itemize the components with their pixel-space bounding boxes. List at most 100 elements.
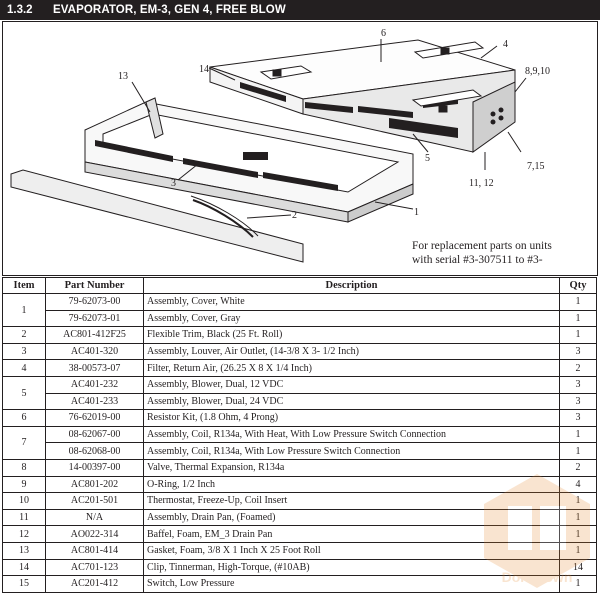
table-header-row: Item Part Number Description Qty [2, 277, 597, 294]
qty-cell: 1 [559, 442, 597, 460]
desc-cell: Assembly, Louver, Air Outlet, (14-3/8 X … [143, 342, 560, 361]
part-cell: 14-00397-00 [45, 458, 144, 477]
item-cell: 4 [2, 359, 46, 377]
coil-end-block [472, 81, 516, 153]
part-cell: 08-62067-00 [45, 425, 144, 444]
callout-3: 3 [171, 178, 176, 189]
exploded-diagram: 6 4 14 13 8,9,10 5 7,15 11, 12 3 1 2 For… [2, 21, 598, 276]
table-row: 13 AC801-414 Gasket, Foam, 3/8 X 1 Inch … [2, 541, 597, 560]
item-cell: 1 [2, 292, 46, 328]
callout-4: 4 [503, 39, 508, 50]
item-cell: 2 [2, 326, 46, 344]
item-cell: 11 [2, 508, 46, 527]
header-item: Item [2, 277, 46, 294]
part-cell: AC801-414 [45, 541, 144, 560]
qty-cell: 1 [559, 309, 597, 328]
table-row: 12 AO022-314 Baffel, Foam, EM_3 Drain Pa… [2, 525, 597, 543]
desc-cell: Assembly, Cover, Gray [143, 309, 560, 328]
callout-13: 13 [118, 71, 128, 82]
part-cell: 08-62068-00 [45, 442, 144, 460]
desc-cell: Thermostat, Freeze-Up, Coil Insert [143, 492, 560, 510]
part-cell: AC401-320 [45, 342, 144, 361]
header-qty: Qty [559, 277, 597, 294]
qty-cell: 1 [559, 525, 597, 543]
desc-cell: Filter, Return Air, (26.25 X 8 X 1/4 Inc… [143, 359, 560, 377]
section-title: EVAPORATOR, EM-3, GEN 4, FREE BLOW [53, 4, 286, 16]
item-cell: 14 [2, 558, 46, 577]
part-cell: 79-62073-01 [45, 309, 144, 328]
desc-cell: Assembly, Cover, White [143, 293, 560, 311]
desc-cell: Flexible Trim, Black (25 Ft. Roll) [143, 326, 560, 344]
qty-cell: 14 [559, 558, 597, 577]
part-cell: 38-00573-07 [45, 359, 144, 377]
note-line-2: with serial #3-307511 to #3- [412, 254, 543, 266]
table-row: 7 08-62067-00 Assembly, Coil, R134a, Wit… [2, 425, 597, 460]
desc-cell: Assembly, Drain Pan, (Foamed) [143, 508, 560, 527]
part-cell: AO022-314 [45, 525, 144, 543]
item-cell: 7 [2, 425, 46, 460]
section-header: 1.3.2 EVAPORATOR, EM-3, GEN 4, FREE BLOW [0, 0, 600, 20]
desc-cell: Valve, Thermal Expansion, R134a [143, 458, 560, 477]
qty-cell: 1 [559, 326, 597, 344]
part-cell: AC201-412 [45, 575, 144, 593]
table-row: 8 14-00397-00 Valve, Thermal Expansion, … [2, 458, 597, 477]
desc-cell: Assembly, Coil, R134a, With Heat, With L… [143, 425, 560, 444]
part-cell: AC401-232 [45, 375, 144, 394]
desc-cell: Resistor Kit, (1.8 Ohm, 4 Prong) [143, 409, 560, 427]
table-row: 3 AC401-320 Assembly, Louver, Air Outlet… [2, 342, 597, 361]
callout-6: 6 [381, 28, 386, 39]
header-part-number: Part Number [45, 277, 144, 294]
item-cell: 5 [2, 375, 46, 411]
qty-cell: 1 [559, 425, 597, 444]
filter-bracket-right [411, 89, 483, 107]
qty-cell: 3 [559, 409, 597, 427]
desc-cell: Assembly, Blower, Dual, 24 VDC [143, 392, 560, 411]
desc-cell: Clip, Tinnerman, High-Torque, (#10AB) [143, 558, 560, 577]
replacement-note: For replacement parts on units with seri… [408, 237, 596, 269]
section-number: 1.3.2 [7, 4, 33, 16]
qty-cell: 2 [559, 359, 597, 377]
desc-cell: Baffel, Foam, EM_3 Drain Pan [143, 525, 560, 543]
trim-curve [192, 199, 254, 238]
part-cell: AC201-501 [45, 492, 144, 510]
callout-2: 2 [292, 210, 297, 221]
table-row: 4 38-00573-07 Filter, Return Air, (26.25… [2, 359, 597, 377]
cover-end-post [145, 97, 164, 139]
qty-cell: 3 [559, 375, 597, 394]
item-cell: 6 [2, 409, 46, 427]
evaporator-drawing [10, 39, 527, 263]
callout-8-9-10: 8,9,10 [525, 66, 550, 77]
table-row: 1 79-62073-00 Assembly, Cover, White 1 [2, 292, 597, 328]
qty-cell: 1 [559, 293, 597, 311]
table-row: 2 AC801-412F25 Flexible Trim, Black (25 … [2, 326, 597, 344]
part-cell: AC701-123 [45, 558, 144, 577]
qty-cell: 1 [559, 492, 597, 510]
cover-louvers [95, 140, 338, 191]
table-row: AC401-233 Assembly, Blower, Dual, 24 VDC… [3, 392, 597, 411]
note-line-1: For replacement parts on units [412, 240, 552, 252]
item-cell: 13 [2, 541, 46, 560]
qty-cell: 1 [559, 508, 597, 527]
flexible-trim-strip [10, 169, 304, 263]
qty-cell: 1 [559, 541, 597, 560]
desc-cell: Gasket, Foam, 3/8 X 1 Inch X 25 Foot Rol… [143, 541, 560, 560]
table-row: 5 AC401-232 Assembly, Blower, Dual, 12 V… [2, 375, 597, 411]
callout-5: 5 [425, 153, 430, 164]
part-cell: AC401-233 [45, 392, 144, 411]
part-cell: 79-62073-00 [45, 293, 144, 311]
part-cell: N/A [45, 508, 144, 527]
qty-cell: 4 [559, 475, 597, 494]
desc-cell: O-Ring, 1/2 Inch [143, 475, 560, 494]
item-cell: 12 [2, 525, 46, 543]
item-cell: 8 [2, 458, 46, 477]
callout-14: 14 [199, 64, 209, 75]
qty-cell: 1 [559, 575, 597, 593]
item-cell: 3 [2, 342, 46, 361]
table-row: 11 N/A Assembly, Drain Pan, (Foamed) 1 [2, 508, 597, 527]
table-row: 08-62068-00 Assembly, Coil, R134a, With … [3, 442, 597, 460]
callout-7-15: 7,15 [527, 161, 545, 172]
qty-cell: 3 [559, 392, 597, 411]
header-description: Description [143, 277, 560, 294]
qty-cell: 3 [559, 342, 597, 361]
item-cell: 9 [2, 475, 46, 494]
